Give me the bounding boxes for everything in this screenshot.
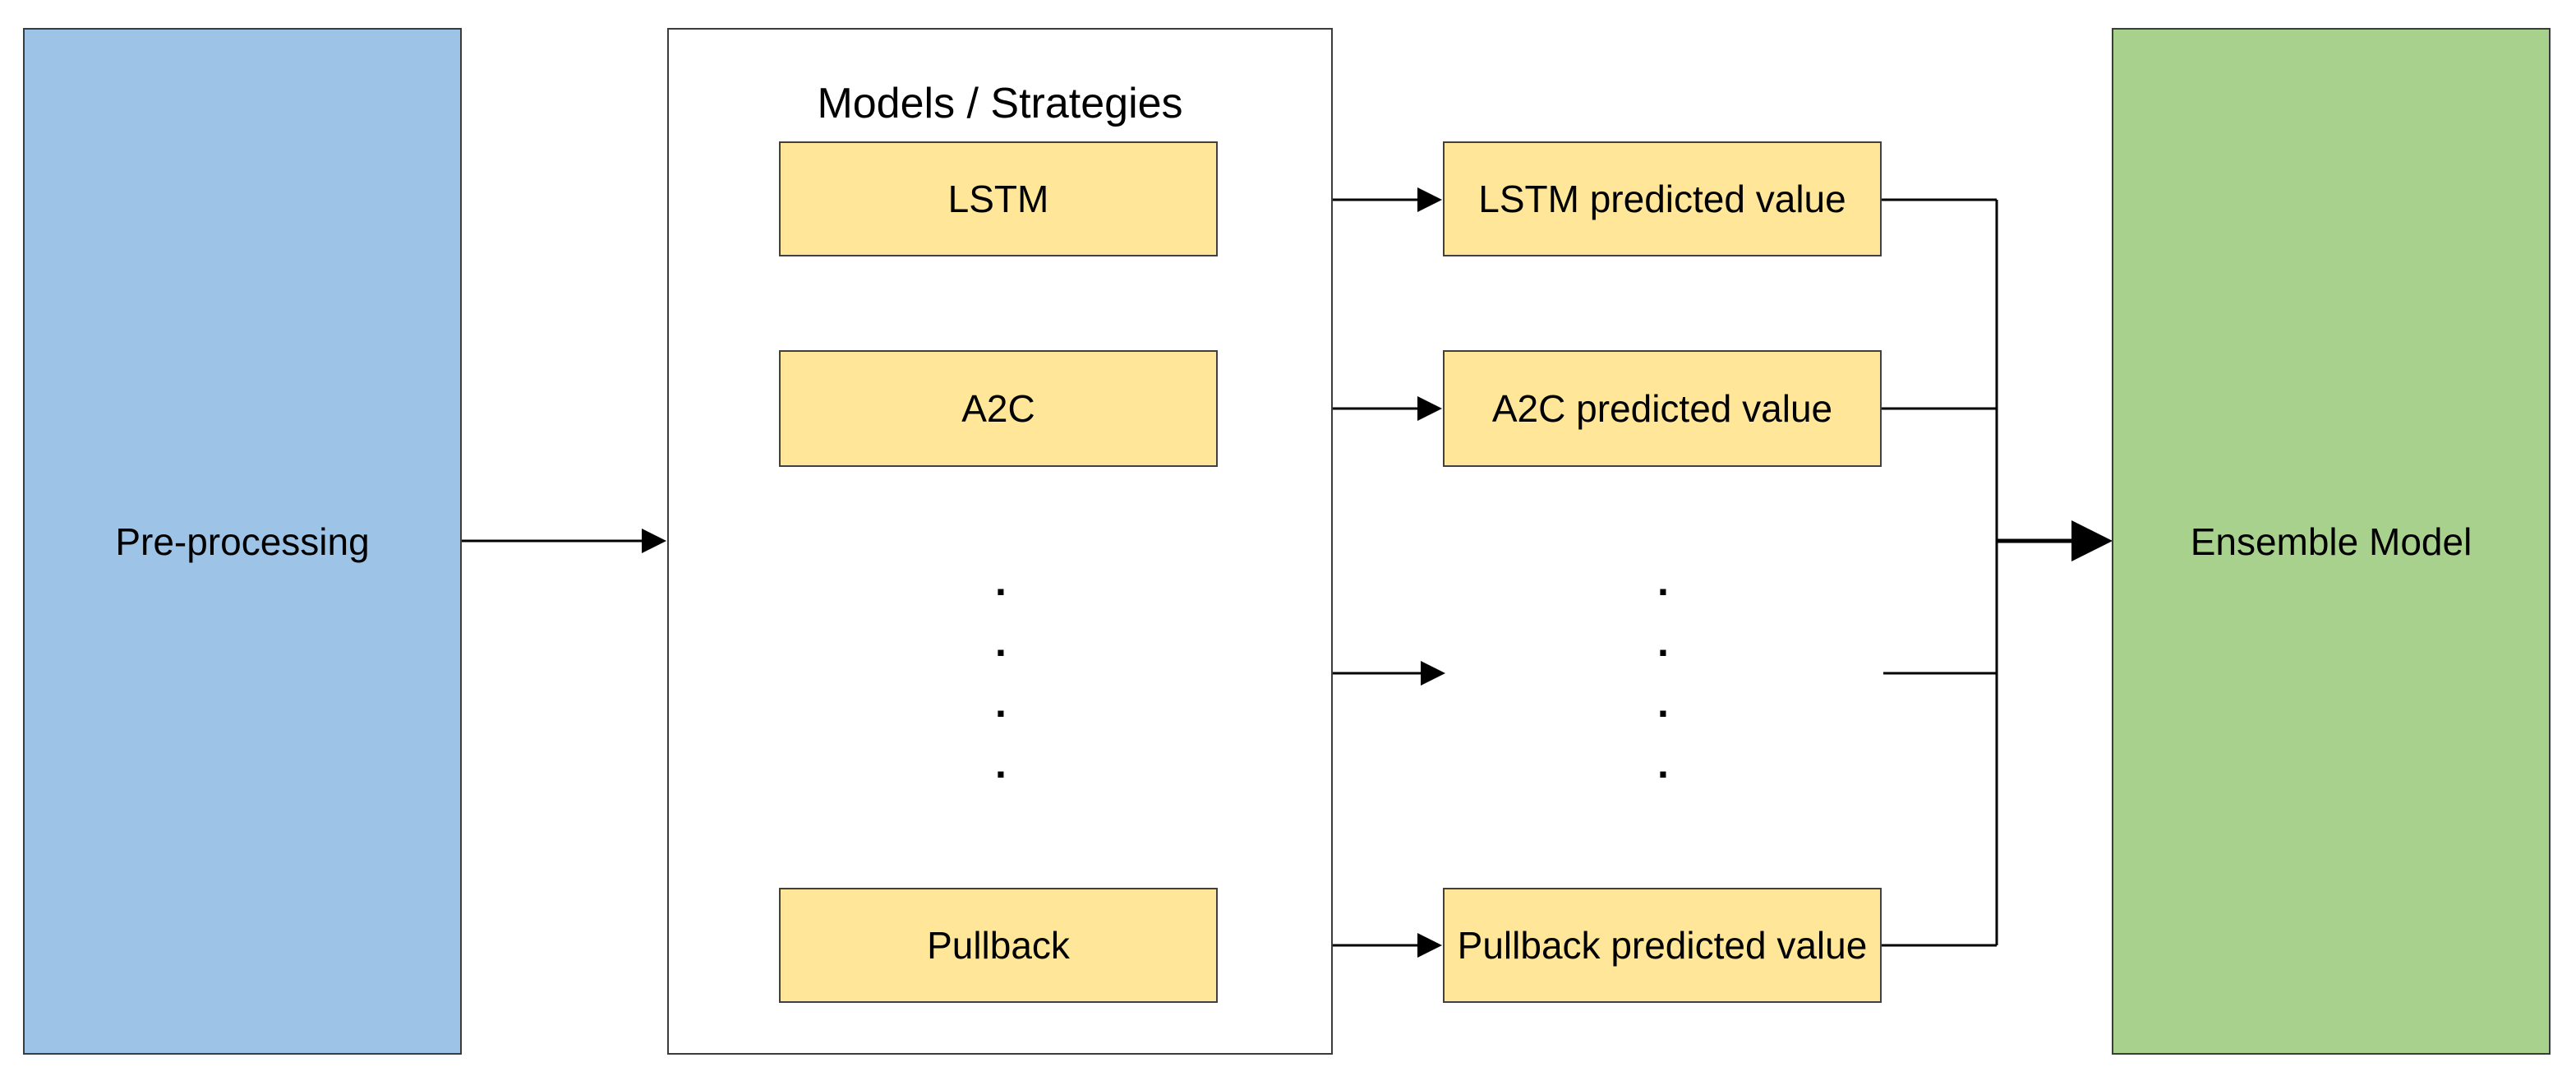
output-lstm-label: LSTM predicted value <box>1478 177 1846 220</box>
preprocessing-block: Pre-processing <box>23 28 462 1055</box>
output-pullback-label: Pullback predicted value <box>1457 923 1868 967</box>
ellipsis-dot: . <box>1657 619 1669 665</box>
model-lstm: LSTM <box>779 141 1218 256</box>
models-ellipsis: . . . . <box>984 551 1017 794</box>
outputs-ellipsis: . . . . <box>1647 551 1680 794</box>
model-a2c-label: A2C <box>961 386 1035 430</box>
ellipsis-dot: . <box>995 619 1007 665</box>
ellipsis-dot: . <box>1657 680 1669 726</box>
preprocessing-label: Pre-processing <box>115 520 370 563</box>
model-lstm-label: LSTM <box>947 177 1049 220</box>
output-a2c-predicted-value: A2C predicted value <box>1443 350 1882 467</box>
ellipsis-dot: . <box>995 680 1007 726</box>
output-a2c-label: A2C predicted value <box>1491 386 1833 430</box>
model-pullback: Pullback <box>779 888 1218 1003</box>
ellipsis-dot: . <box>995 558 1007 604</box>
models-strategies-title: Models / Strategies <box>817 80 1183 127</box>
model-a2c: A2C <box>779 350 1218 467</box>
ellipsis-dot: . <box>1657 741 1669 787</box>
output-pullback-predicted-value: Pullback predicted value <box>1443 888 1882 1003</box>
model-pullback-label: Pullback <box>927 923 1070 967</box>
ellipsis-dot: . <box>995 741 1007 787</box>
ensemble-model-label: Ensemble Model <box>2190 520 2472 563</box>
output-lstm-predicted-value: LSTM predicted value <box>1443 141 1882 256</box>
ellipsis-dot: . <box>1657 558 1669 604</box>
ensemble-model-block: Ensemble Model <box>2112 28 2551 1055</box>
